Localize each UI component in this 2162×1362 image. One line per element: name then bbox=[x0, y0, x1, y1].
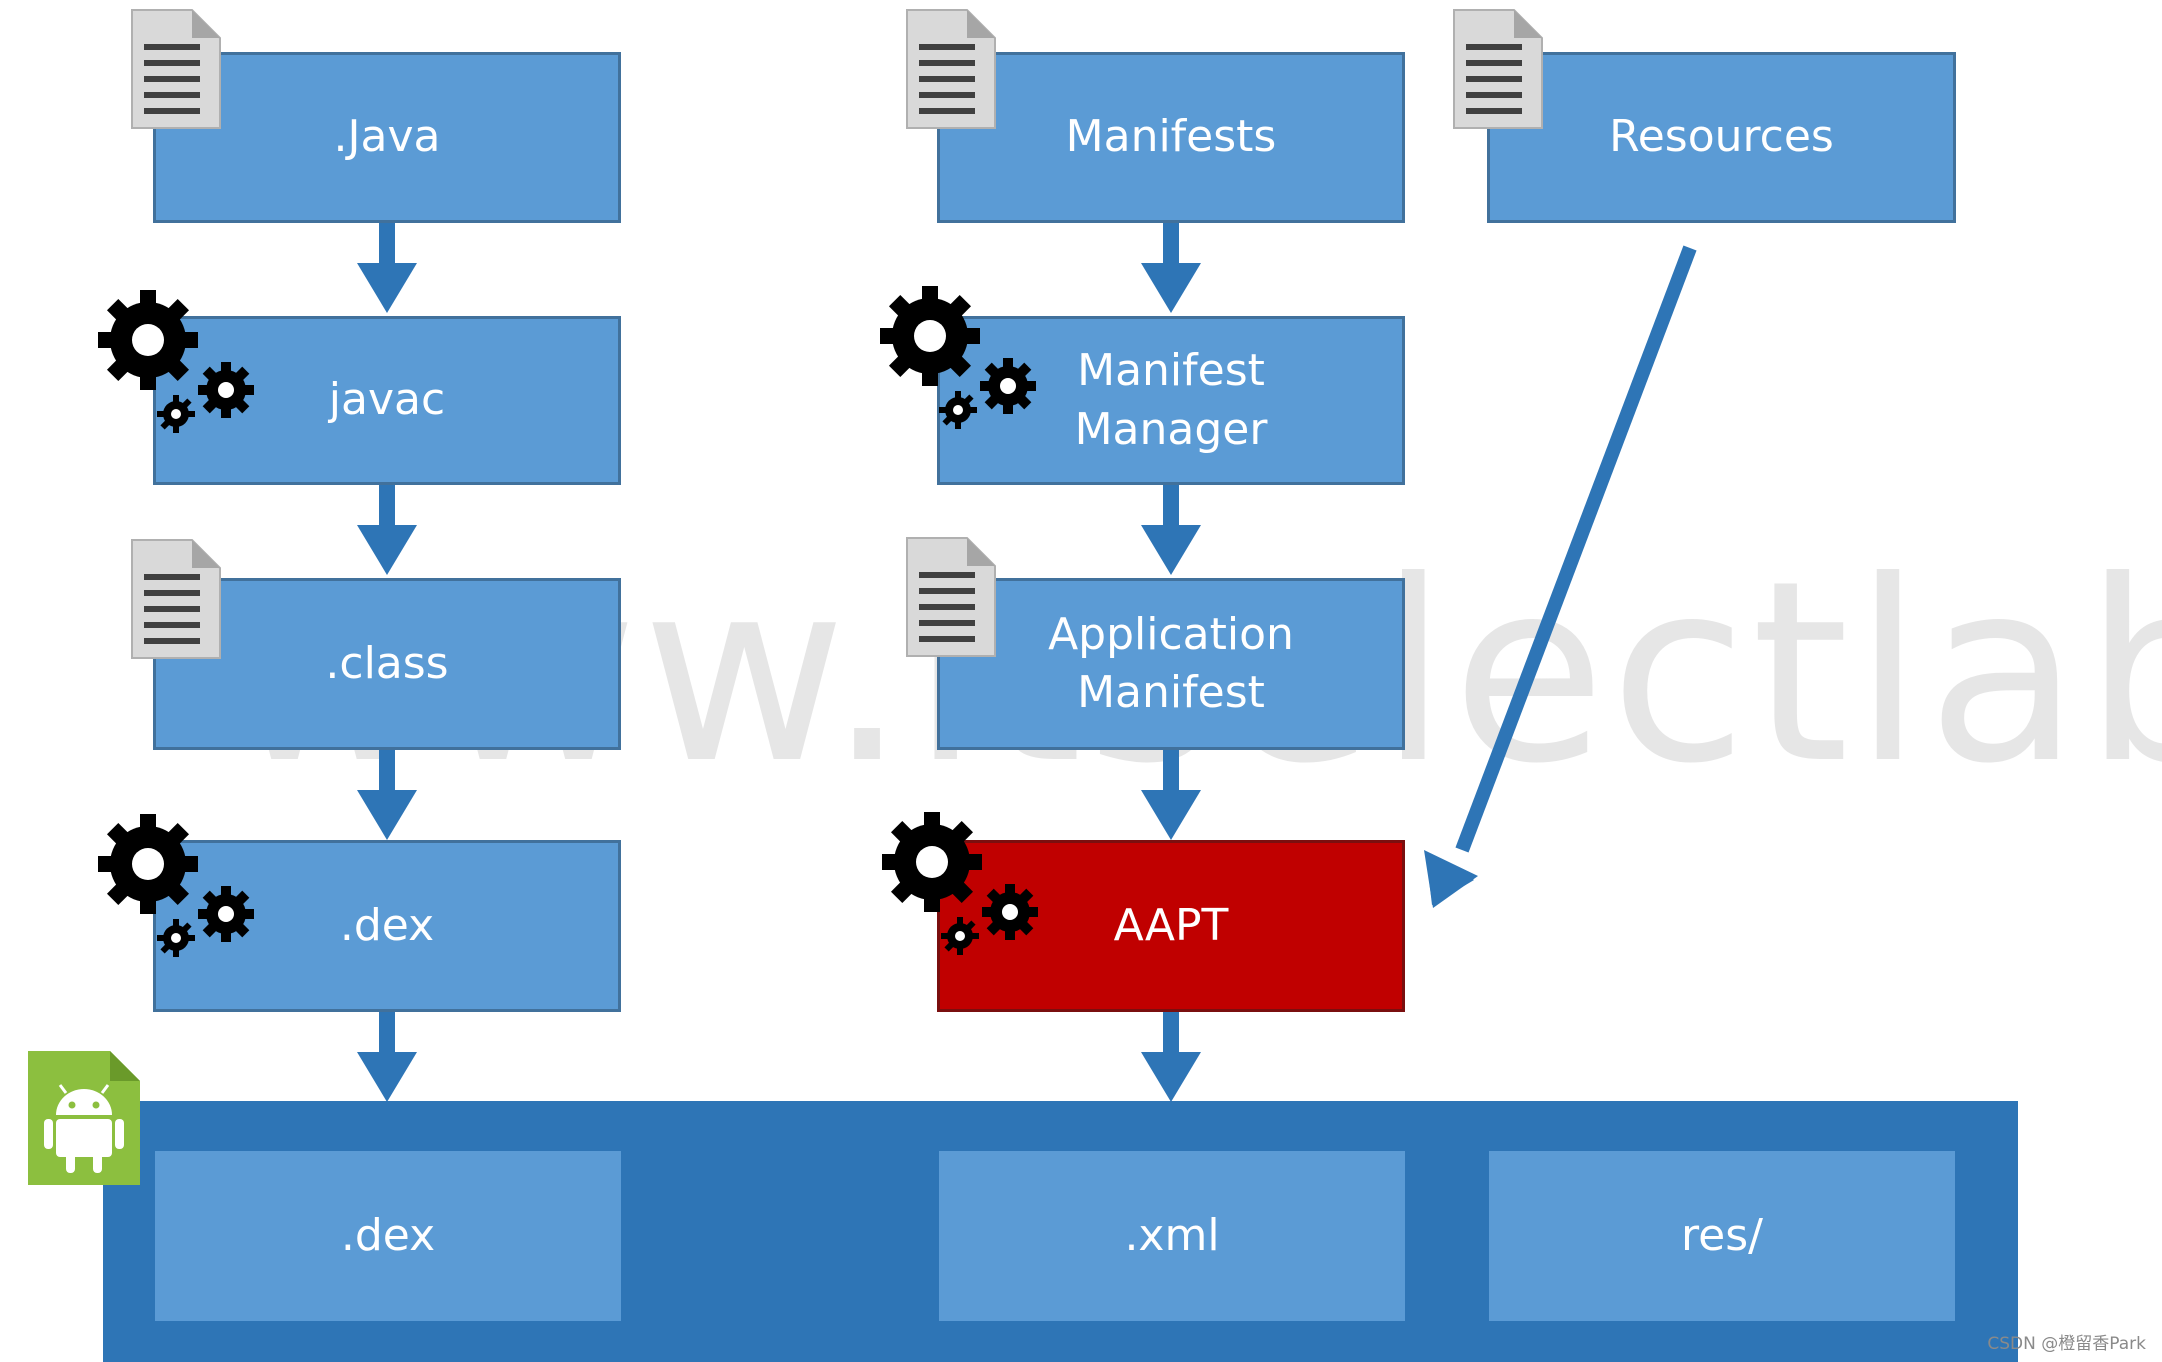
android-apk-icon bbox=[28, 1051, 140, 1185]
document-icon bbox=[131, 539, 221, 659]
arrow-class-to-dex bbox=[357, 750, 417, 840]
application-manifest-box: Application Manifest bbox=[937, 578, 1405, 750]
arrow-dex-to-apk bbox=[357, 1012, 417, 1102]
document-icon bbox=[1453, 9, 1543, 129]
apk-package-panel: .dex .xml res/ bbox=[103, 1101, 2018, 1362]
arrow-manager-to-appmanifest bbox=[1141, 485, 1201, 575]
apk-xml-box: .xml bbox=[939, 1151, 1405, 1321]
resources-box: Resources bbox=[1487, 52, 1956, 223]
gears-icon bbox=[882, 812, 1038, 955]
gears-icon bbox=[98, 814, 254, 957]
arrow-java-to-javac bbox=[357, 223, 417, 313]
java-source-box: .Java bbox=[153, 52, 621, 223]
javac-box: javac bbox=[153, 316, 621, 485]
manifests-box: Manifests bbox=[937, 52, 1405, 223]
apk-res-box: res/ bbox=[1489, 1151, 1955, 1321]
apk-dex-box: .dex bbox=[155, 1151, 621, 1321]
gears-icon bbox=[880, 286, 1036, 429]
arrow-aapt-to-apk bbox=[1141, 1012, 1201, 1102]
arrow-javac-to-class bbox=[357, 485, 417, 575]
class-box: .class bbox=[153, 578, 621, 750]
document-icon bbox=[906, 9, 996, 129]
gears-icon bbox=[98, 290, 254, 433]
document-icon bbox=[906, 537, 996, 657]
arrow-manifests-to-manager bbox=[1141, 223, 1201, 313]
source-credit: CSDN @橙留香Park bbox=[1987, 1334, 2146, 1354]
arrow-appmanifest-to-aapt bbox=[1141, 750, 1201, 840]
arrow-resources-to-aapt bbox=[1424, 245, 1697, 908]
document-icon bbox=[131, 9, 221, 129]
